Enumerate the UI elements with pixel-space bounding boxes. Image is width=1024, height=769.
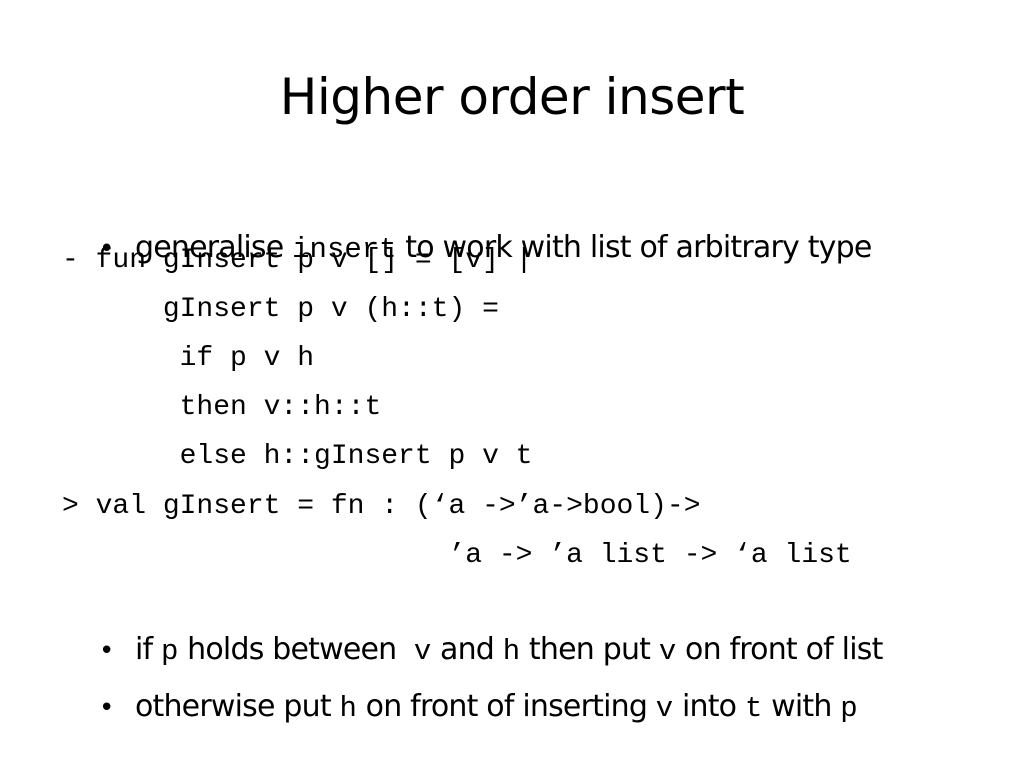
bullet-icon: • bbox=[98, 636, 114, 666]
code-word-h: h bbox=[502, 635, 521, 668]
bullet-generalise: • generalise insert to work with list of … bbox=[64, 188, 872, 310]
bullet-text: generalise bbox=[134, 230, 293, 265]
code-word-v: v bbox=[655, 692, 674, 725]
bullet-text: otherwise put bbox=[134, 689, 340, 724]
slide-title: Higher order insert bbox=[279, 68, 745, 126]
code-word-v: v bbox=[413, 635, 432, 668]
code-line-3: if p v h bbox=[62, 343, 315, 374]
bullet-text: on front of inserting bbox=[356, 689, 656, 724]
bullet-text: with bbox=[762, 689, 841, 724]
code-line-6: > val gInsert = fn : (‘a ->’a->bool)-> bbox=[62, 491, 701, 522]
code-word-p: p bbox=[840, 692, 858, 725]
bullet-text: and bbox=[431, 632, 503, 667]
bullet-text: holds between bbox=[178, 632, 414, 667]
bullet-text: then put bbox=[520, 632, 659, 667]
code-word-p: p bbox=[161, 635, 179, 668]
bullet-text: into bbox=[673, 689, 745, 724]
bullet-if-p-holds: • if p holds between v and h then put v o… bbox=[64, 590, 883, 712]
bullet-otherwise: • otherwise put h on front of inserting v… bbox=[64, 647, 858, 769]
code-word-h: h bbox=[339, 692, 357, 725]
bullet-icon: • bbox=[98, 693, 114, 723]
code-word-insert: insert bbox=[292, 233, 397, 266]
code-word-t: t bbox=[744, 692, 763, 725]
code-line-1: - fun gInsert p v [] = [v] | bbox=[62, 245, 533, 276]
code-line-5: else h::gInsert p v t bbox=[62, 441, 533, 472]
code-line-2: gInsert p v (h::t) = bbox=[62, 294, 499, 325]
bullet-text: on front of list bbox=[676, 632, 883, 667]
code-line-4: then v::h::t bbox=[62, 392, 382, 423]
bullet-icon: • bbox=[98, 234, 114, 264]
bullet-text: if bbox=[134, 632, 161, 667]
code-line-7: ’a -> ’a list -> ‘a list bbox=[62, 540, 852, 571]
bullet-text: to work with list of arbitrary type bbox=[396, 230, 872, 265]
code-word-v: v bbox=[658, 635, 677, 668]
